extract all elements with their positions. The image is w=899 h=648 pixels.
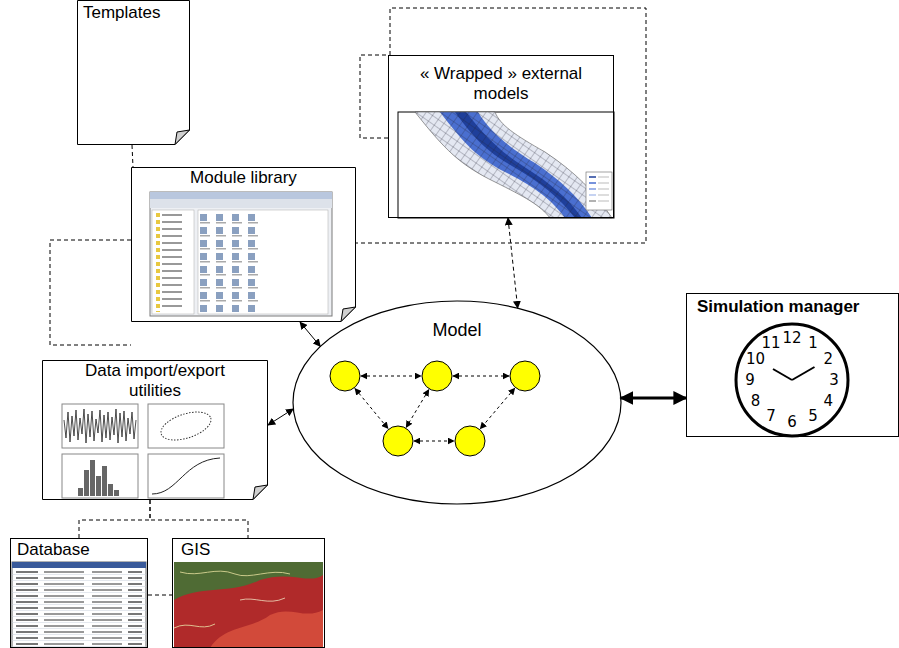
connector <box>621 397 686 400</box>
template-document: Templates <box>77 0 190 145</box>
external-model-box: « Wrapped » external models <box>388 55 614 218</box>
table-picture <box>12 562 146 648</box>
node-title: Database <box>17 540 90 560</box>
node-title: GIS <box>181 540 210 560</box>
terrain-map <box>174 562 323 648</box>
connector <box>148 595 172 596</box>
clock-number: 7 <box>766 409 776 424</box>
model-ellipse: Model <box>292 300 622 505</box>
node-title: « Wrapped » external models <box>401 64 601 105</box>
data-utilities-box: Data import/export utilities <box>42 360 268 500</box>
clock-number: 12 <box>782 331 801 346</box>
clock-number: 8 <box>751 394 761 409</box>
dashed-frame <box>50 8 646 345</box>
node-title: Data import/export utilities <box>60 361 250 402</box>
node-outline <box>42 360 268 500</box>
model-components <box>330 361 540 456</box>
mesh-picture <box>398 112 614 218</box>
connector <box>79 500 150 538</box>
clock-number: 4 <box>824 394 834 409</box>
node-title: Simulation manager <box>697 297 859 317</box>
connector <box>132 145 133 167</box>
gis-box: GIS <box>172 538 325 648</box>
connector <box>150 500 248 538</box>
node-title: Model <box>432 320 481 342</box>
clock-number: 9 <box>745 373 755 388</box>
software-screenshot <box>150 192 332 316</box>
clock-number: 5 <box>808 409 818 424</box>
node-title: Module library <box>190 168 297 188</box>
node-outline <box>131 167 356 322</box>
clock-number: 1 <box>808 336 818 351</box>
database-box: Database <box>10 538 148 648</box>
connector <box>300 322 320 346</box>
clock-number: 2 <box>824 352 834 367</box>
clock-number: 6 <box>787 415 797 430</box>
connector <box>508 218 518 308</box>
clock-number: 10 <box>746 352 765 367</box>
module-library-box: Module library <box>131 167 356 322</box>
data-plots <box>62 404 224 498</box>
clock-number: 3 <box>829 373 839 388</box>
clock-number: 11 <box>761 336 780 351</box>
connector <box>268 409 293 425</box>
node-title: Templates <box>83 3 160 23</box>
clock-symbol <box>736 324 848 436</box>
